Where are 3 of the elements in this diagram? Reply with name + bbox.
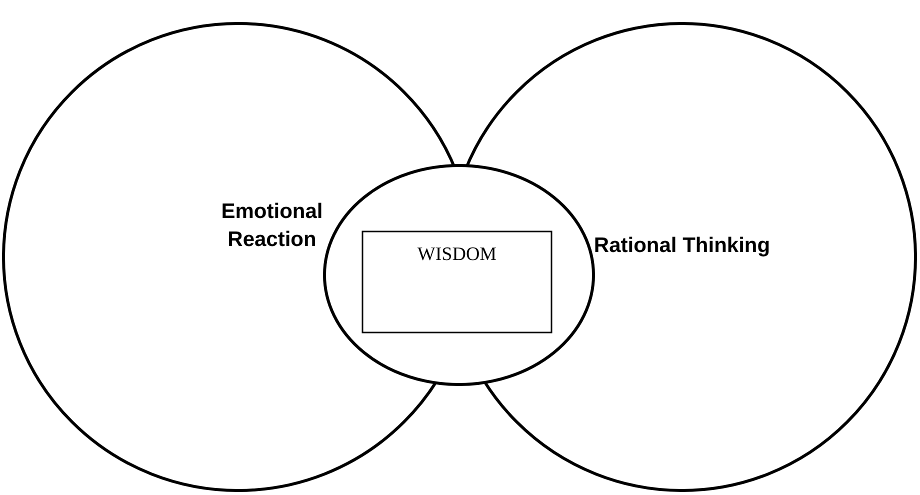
box-label: WISDOM [416,243,498,267]
circle-label: Emotional Reaction [220,199,324,253]
circle-label: Rational Thinking [592,233,772,259]
